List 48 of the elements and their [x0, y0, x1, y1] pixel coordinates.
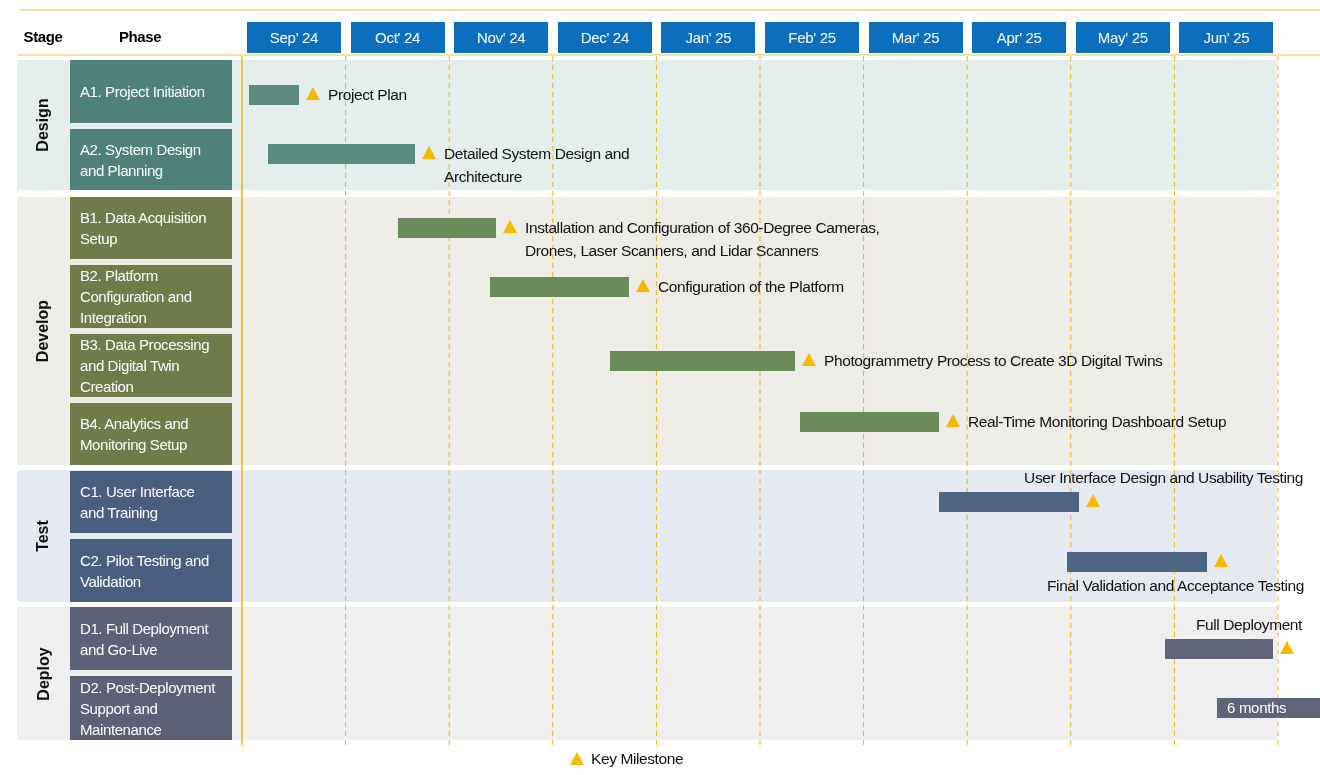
stage-band: [17, 197, 1277, 465]
column-header: Stage: [22, 27, 64, 47]
month-header: Sep' 24: [247, 22, 341, 53]
task-bar: [610, 351, 795, 371]
task-bar: [800, 412, 939, 432]
task-bar: [398, 218, 496, 238]
phase-box: B2. Platform Configuration and Integration: [70, 265, 232, 328]
phase-box: A1. Project Initiation: [70, 60, 232, 123]
phase-box: B4. Analytics and Monitoring Setup: [70, 403, 232, 465]
phase-box: C1. User Interface and Training: [70, 471, 232, 533]
milestone-label: Installation and Configuration of 360-Degree Cameras, Drones, Laser Scanners, and Lidar Scanners: [525, 218, 881, 261]
column-header: Phase: [117, 27, 163, 47]
month-header: Oct' 24: [350, 22, 445, 53]
task-bar: [249, 85, 299, 105]
milestone-label: Full Deployment: [1195, 615, 1302, 635]
task-bar: [490, 277, 629, 297]
month-header: Mar' 25: [868, 22, 963, 53]
milestone-label: Detailed System Design and Architecture: [444, 144, 631, 187]
stage-label: Deploy: [33, 645, 53, 703]
stage-label: Design: [33, 97, 52, 154]
phase-box: B1. Data Acquisition Setup: [70, 197, 232, 259]
legend-label: Key Milestone: [591, 749, 684, 769]
month-header: Apr' 25: [972, 22, 1067, 53]
milestone-label: Project Plan: [328, 85, 408, 105]
milestone-label: User Interface Design and Usability Testing: [1023, 468, 1303, 488]
phase-box: C2. Pilot Testing and Validation: [70, 539, 232, 602]
milestone-label: Photogrammetry Process to Create 3D Digital Twins: [824, 351, 1164, 371]
month-header: Dec' 24: [557, 22, 652, 53]
task-bar: [1067, 552, 1207, 572]
stage-band: [17, 60, 1277, 190]
phase-box: A2. System Design and Planning: [70, 129, 232, 190]
month-header: May' 25: [1075, 22, 1170, 53]
task-bar: [268, 144, 415, 164]
task-bar: [1165, 639, 1273, 659]
phase-box: D1. Full Deployment and Go-Live: [70, 607, 232, 670]
stage-label: Test: [33, 519, 52, 554]
month-header: Nov' 24: [454, 22, 549, 53]
milestone-label: Real-Time Monitoring Dashboard Setup: [968, 412, 1228, 432]
phase-box: D2. Post-Deployment Support and Maintenance: [70, 676, 232, 740]
milestone-label: Configuration of the Platform: [658, 277, 845, 297]
month-header: Feb' 25: [765, 22, 859, 53]
stage-label: Develop: [33, 298, 52, 365]
milestone-label: Final Validation and Acceptance Testing: [1046, 576, 1304, 596]
month-header: Jan' 25: [661, 22, 756, 53]
phase-box: B3. Data Processing and Digital Twin Creation: [70, 334, 232, 397]
task-bar: [939, 492, 1079, 512]
month-header: Jun' 25: [1179, 22, 1274, 53]
task-bar: 6 months: [1217, 698, 1320, 718]
